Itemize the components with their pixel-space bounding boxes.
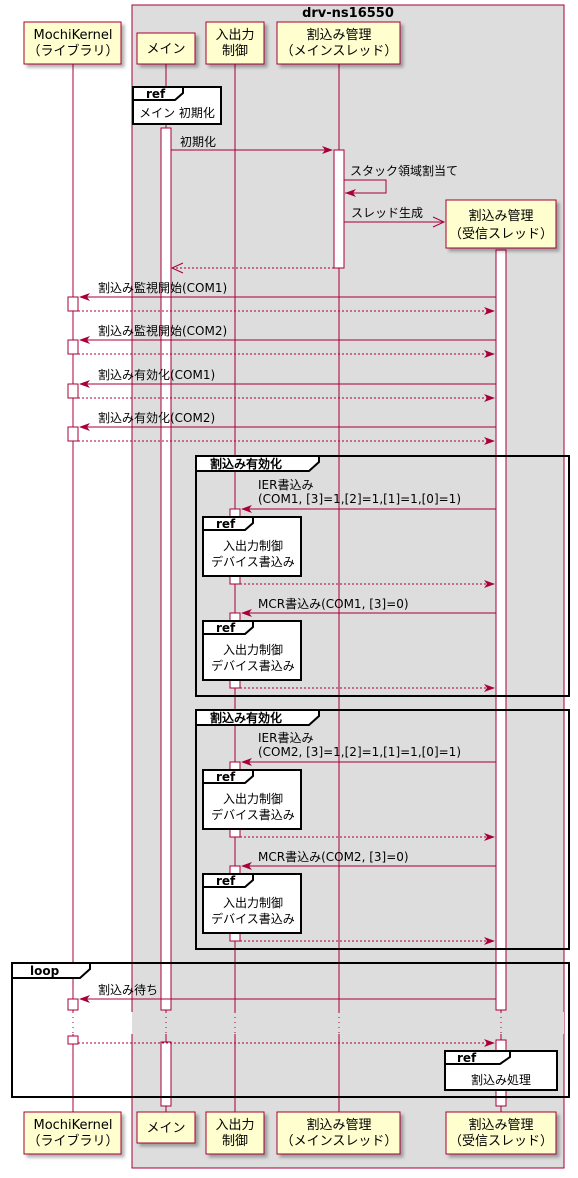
group-enable-com2: 割込み有効化 IER書込み (COM2, [3]=1,[2]=1,[1]=1,[… xyxy=(195,709,570,950)
participant-box xyxy=(136,32,196,65)
msg-thread: スレッド生成 xyxy=(344,206,446,228)
activation-intmain xyxy=(333,149,345,269)
participant-intrecv-created[interactable] xyxy=(445,199,557,249)
msg-ier-label-line2: (COM1, [3]=1,[2]=1,[1]=1,[0]=1) xyxy=(258,492,461,506)
participant-intmain-top[interactable] xyxy=(276,21,401,65)
msg-thread-label: スレッド生成 xyxy=(351,206,423,220)
activation-main-2 xyxy=(160,1041,172,1107)
participant-label-line1: メイン xyxy=(146,1121,185,1136)
participant-box xyxy=(445,199,557,249)
ref-io-line1: 入出力制御 xyxy=(223,538,283,553)
participant-label-line2: （ライブラリ） xyxy=(27,43,118,59)
msg-init-label: 初期化 xyxy=(180,135,216,149)
msg-init: 初期化 xyxy=(171,135,333,154)
participant-box xyxy=(276,21,401,65)
group-label: 割込み有効化 xyxy=(210,710,282,725)
ref-tag: ref xyxy=(216,874,236,888)
participant-label-line2: （ライブラリ） xyxy=(27,1133,118,1149)
delay-gap xyxy=(60,1012,564,1034)
participant-box xyxy=(23,1111,122,1155)
activation-kernel-2 xyxy=(67,339,79,355)
participant-io-bottom[interactable] xyxy=(205,1111,265,1155)
activation-kernel-5 xyxy=(67,998,79,1011)
activation-kernel-1 xyxy=(67,296,79,312)
participant-label-line1: メイン xyxy=(146,42,185,57)
ref-io-line2: デバイス書込み xyxy=(211,554,295,569)
ref-main-init: ref メイン 初期化 xyxy=(132,86,222,125)
group-label: 割込み有効化 xyxy=(210,456,282,471)
participant-box xyxy=(205,21,265,65)
msg-mcr-label: MCR書込み(COM1, [3]=0) xyxy=(258,597,409,611)
msg-wait-label: 割込み待ち xyxy=(98,982,158,997)
loop-frame: loop 割込み待ち ref 割込み処理 xyxy=(11,962,570,1098)
msg-en-com2-label: 割込み有効化(COM2) xyxy=(98,410,215,425)
ref-io-line2: デバイス書込み xyxy=(211,807,295,822)
msg-stack: スタック領域割当て xyxy=(344,163,458,197)
drv-box-title: drv-ns16550 xyxy=(302,6,394,21)
participant-label-line1: 入出力 xyxy=(215,1118,254,1133)
participant-box xyxy=(23,21,122,65)
ref-tag: ref xyxy=(216,621,236,635)
participant-label-line2: （受信スレッド） xyxy=(449,1134,553,1149)
participant-label-line1: 入出力 xyxy=(215,28,254,43)
participant-box xyxy=(445,1111,557,1155)
ref-io-line1: 入出力制御 xyxy=(223,791,283,806)
ref-io-line1: 入出力制御 xyxy=(223,642,283,657)
msg-mon-com2: 割込み監視開始(COM2) xyxy=(78,323,496,358)
msg-en-com2: 割込み有効化(COM2) xyxy=(78,410,496,445)
participant-intrecv-bottom[interactable] xyxy=(445,1111,557,1155)
msg-mcr-label: MCR書込み(COM2, [3]=0) xyxy=(258,850,409,864)
activation-kernel-4 xyxy=(67,426,79,442)
participant-label-line1: 割込み管理 xyxy=(306,27,371,43)
activation-kernel-3 xyxy=(67,383,79,399)
ref-io-line2: デバイス書込み xyxy=(211,658,295,673)
participant-io-top[interactable] xyxy=(205,21,265,65)
msg-ier-label-line2: (COM2, [3]=1,[2]=1,[1]=1,[0]=1) xyxy=(258,745,461,759)
msg-mon-com2-label: 割込み監視開始(COM2) xyxy=(98,323,227,338)
participant-label-line2: （メインスレッド） xyxy=(281,44,398,59)
ref-io-line2: デバイス書込み xyxy=(211,911,295,926)
ref-tag: ref xyxy=(457,1051,477,1065)
ref-tag: ref xyxy=(146,87,166,101)
msg-ier-label-line1: IER書込み xyxy=(258,478,313,492)
participant-label-line1: 割込み管理 xyxy=(468,208,533,224)
msg-init-return xyxy=(170,262,334,274)
drv-box xyxy=(131,4,565,1169)
msg-mon-com1-label: 割込み監視開始(COM1) xyxy=(98,280,227,295)
participant-label-line2: 制御 xyxy=(222,1134,248,1149)
msg-en-com1: 割込み有効化(COM1) xyxy=(78,367,496,402)
ref-io-line1: 入出力制御 xyxy=(223,895,283,910)
msg-mon-com1: 割込み監視開始(COM1) xyxy=(78,280,496,315)
activation-main xyxy=(160,127,172,1011)
activation-kernel-6 xyxy=(67,1035,79,1045)
participant-label-line2: （受信スレッド） xyxy=(449,227,553,242)
participant-box xyxy=(205,1111,265,1155)
msg-ier-label-line1: IER書込み xyxy=(258,731,313,745)
ref-process-text: 割込み処理 xyxy=(471,1072,531,1087)
group-enable-com1: 割込み有効化 IER書込み (COM1, [3]=1,[2]=1,[1]=1,[… xyxy=(195,455,570,697)
participant-intmain-bottom[interactable] xyxy=(276,1111,401,1155)
ref-text: メイン 初期化 xyxy=(139,106,215,120)
participant-label-line1: 割込み管理 xyxy=(468,1117,533,1133)
participant-kernel-bottom[interactable] xyxy=(23,1111,122,1155)
msg-en-com1-label: 割込み有効化(COM1) xyxy=(98,367,215,382)
activation-intrecv xyxy=(495,249,507,1011)
participant-main-bottom[interactable] xyxy=(136,1111,196,1144)
participant-label-line1: MochiKernel xyxy=(33,1118,112,1133)
ref-tag: ref xyxy=(216,770,236,784)
participant-box xyxy=(276,1111,401,1155)
participant-box xyxy=(136,1111,196,1144)
participant-label-line2: 制御 xyxy=(222,44,248,59)
loop-label: loop xyxy=(30,964,60,978)
participant-label-line1: MochiKernel xyxy=(33,28,112,43)
participant-label-line2: （メインスレッド） xyxy=(281,1134,398,1149)
ref-tag: ref xyxy=(216,517,236,531)
participant-main-top[interactable] xyxy=(136,32,196,65)
participant-kernel-top[interactable] xyxy=(23,21,122,65)
msg-stack-label: スタック領域割当て xyxy=(350,163,458,178)
participant-label-line1: 割込み管理 xyxy=(306,1117,371,1133)
